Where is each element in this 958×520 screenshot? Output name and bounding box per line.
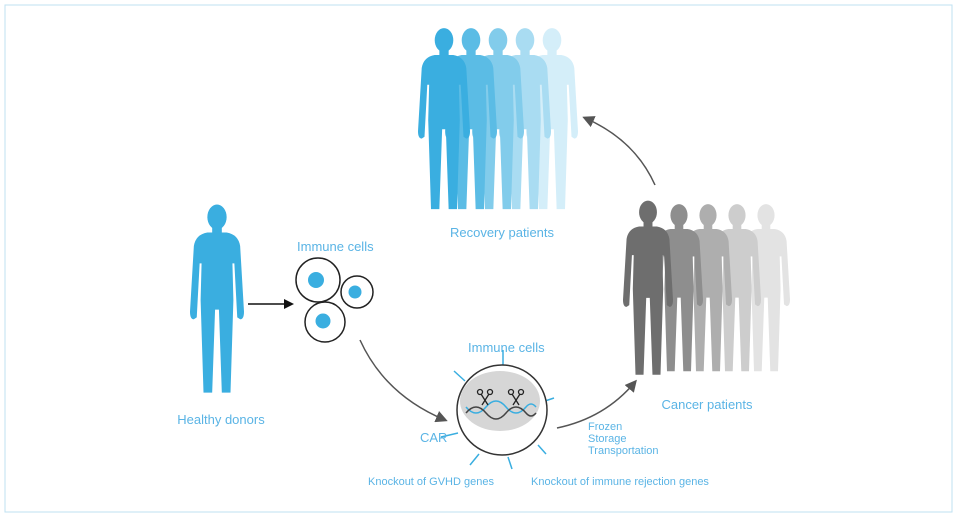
healthy-donors-label: Healthy donors [177, 412, 265, 427]
dna-helix [465, 400, 537, 420]
cancer-patients-group [623, 200, 790, 375]
storage-label: Storage [588, 433, 627, 445]
healthy-donor-figure [190, 204, 244, 393]
arrow-edit-to-cancer [556, 379, 637, 429]
immune-cells-cluster [295, 257, 374, 343]
scissors-icon [507, 388, 525, 406]
immune-cells-label: Immune cells [297, 239, 374, 254]
knockout-rejection-label: Knockout of immune rejection genes [531, 476, 709, 488]
edited-immune-cell [440, 350, 555, 470]
car-receptor-ticks [440, 350, 555, 470]
knockout-gvhd-label: Knockout of GVHD genes [368, 476, 494, 488]
edited-immune-cells-label: Immune cells [468, 340, 545, 355]
recovery-patients-group [418, 28, 578, 210]
transportation-label: Transportation [588, 445, 659, 457]
arrow-cells-to-edit [359, 339, 448, 423]
frozen-label: Frozen [588, 421, 622, 433]
recovery-patients-label: Recovery patients [450, 225, 555, 240]
arrow-cancer-to-recovery [582, 116, 656, 186]
car-label: CAR [420, 430, 447, 445]
scissors-icon [476, 388, 494, 406]
cancer-patients-label: Cancer patients [661, 397, 753, 412]
frame [4, 4, 953, 513]
